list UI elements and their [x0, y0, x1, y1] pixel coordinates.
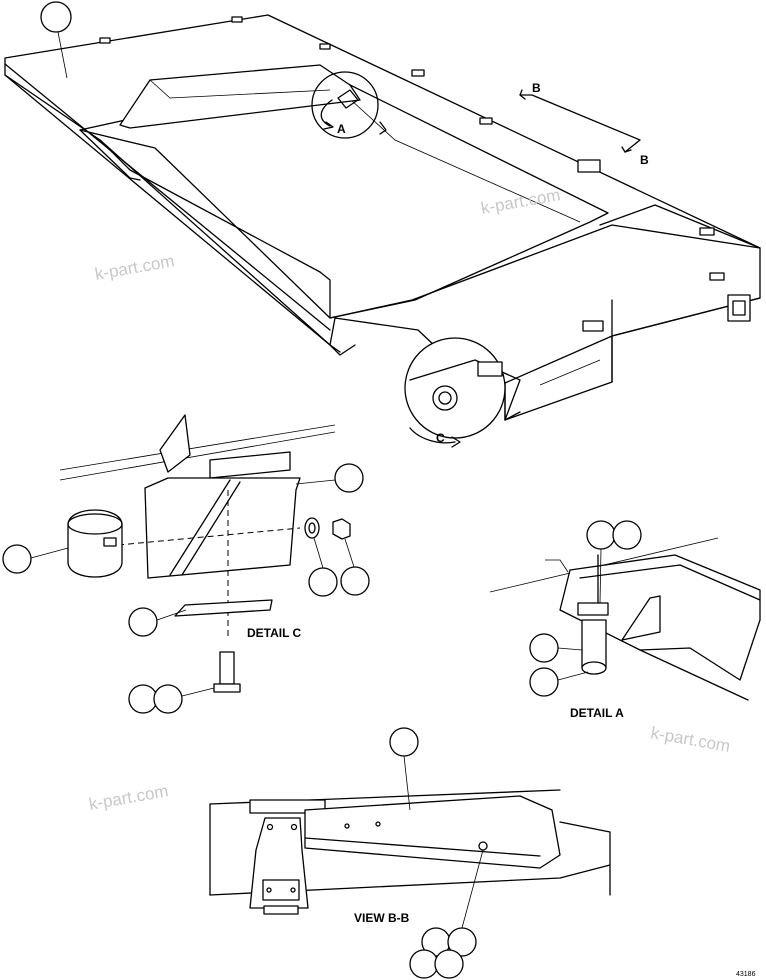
view-marker-a: A — [337, 122, 346, 136]
view-bb-callouts — [389, 727, 484, 979]
watermark-text: k-part.com — [93, 251, 175, 284]
watermark-text: k-part.com — [649, 723, 731, 756]
detail-c-assembly — [59, 414, 351, 693]
detail-a-assembly — [489, 537, 761, 701]
figure-number: 43186 — [736, 971, 756, 978]
platform-assembly — [4, 14, 761, 439]
callout-balloon-top — [40, 1, 72, 79]
watermark-text: k-part.com — [87, 781, 169, 814]
view-arrows — [320, 89, 641, 448]
detail-a-label: DETAIL A — [570, 706, 624, 720]
view-bb-assembly — [209, 789, 611, 915]
view-marker-b-end: B — [640, 153, 649, 167]
view-bb-label: VIEW B-B — [354, 911, 410, 925]
detail-c-label: DETAIL C — [247, 626, 302, 640]
detail-a-callouts — [529, 520, 642, 697]
view-marker-b-start: B — [532, 81, 541, 95]
detail-c-callouts — [2, 463, 370, 714]
view-marker-c: C — [436, 431, 445, 445]
